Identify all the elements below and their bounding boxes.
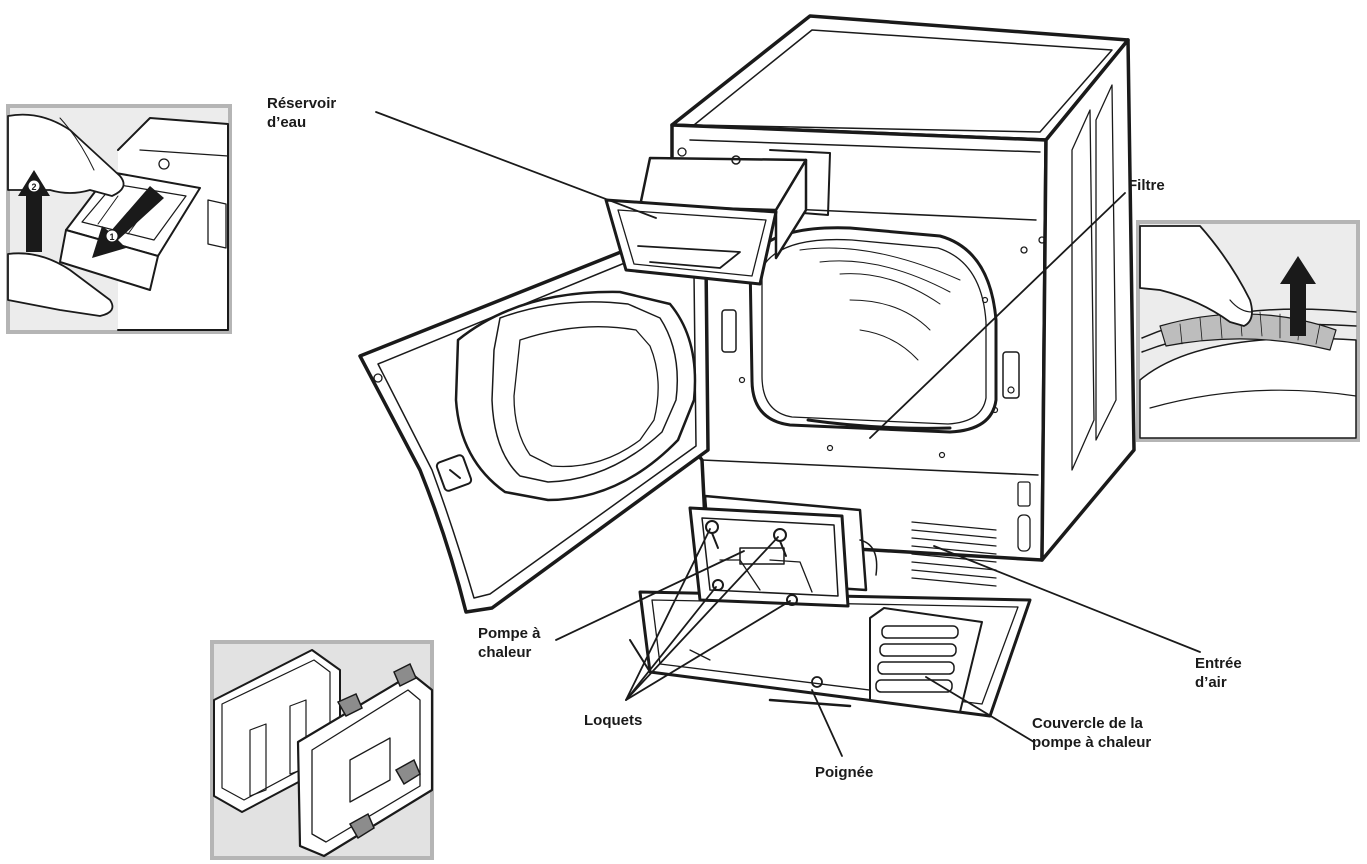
leader-loquet-2 <box>625 536 779 701</box>
leader-loquet-1 <box>625 528 711 701</box>
leader-loquet-3 <box>625 586 717 701</box>
handle-knob <box>811 676 823 688</box>
label-couvercle: Couvercle de la pompe à chaleur <box>1032 714 1151 752</box>
label-reservoir: Réservoir d’eau <box>267 94 336 132</box>
leader-pompe <box>555 550 745 641</box>
dryer-side-panel <box>1040 38 1136 562</box>
leader-filtre <box>869 192 1126 439</box>
latch-knobs <box>336 662 421 840</box>
inset-water-tank: 1 2 <box>6 104 232 334</box>
latch-group <box>705 520 798 606</box>
heat-pump-unit <box>688 494 878 608</box>
step-1-marker: 1 <box>109 232 114 242</box>
air-intake-grille <box>911 521 997 587</box>
leader-entree <box>933 545 1201 653</box>
label-couvercle-line1: Couvercle de la <box>1032 715 1143 732</box>
label-filtre: Filtre <box>1128 176 1165 195</box>
label-poignee-text: Poignée <box>815 764 874 781</box>
water-reservoir <box>604 155 808 286</box>
label-entree-line1: Entrée <box>1195 655 1242 672</box>
label-pompe-line2: chaleur <box>478 644 532 661</box>
step-2-marker: 2 <box>31 182 36 192</box>
label-loquets: Loquets <box>584 711 642 730</box>
dryer-door <box>358 244 710 614</box>
leader-poignee <box>811 689 843 757</box>
drum-opening <box>748 226 998 434</box>
label-filtre-text: Filtre <box>1128 177 1165 194</box>
leader-loquet-4 <box>625 600 791 701</box>
label-pompe-line1: Pompe à <box>478 625 541 642</box>
label-entree: Entrée d’air <box>1195 654 1242 692</box>
label-pompe: Pompe à chaleur <box>478 624 541 662</box>
label-couvercle-line2: pompe à chaleur <box>1032 734 1152 751</box>
label-entree-line2: d’air <box>1195 674 1227 691</box>
leader-couvercle <box>925 676 1035 743</box>
arrow-up-icon <box>18 170 50 252</box>
arrow-up-icon <box>1280 256 1316 336</box>
heat-pump-cover <box>869 607 983 713</box>
leader-reservoir <box>375 111 657 219</box>
door-window <box>454 290 697 502</box>
label-reservoir-line2: d’eau <box>267 114 307 131</box>
label-reservoir-line1: Réservoir <box>267 95 337 112</box>
label-poignee: Poignée <box>815 763 873 782</box>
lint-filter <box>806 418 952 430</box>
inset-filter <box>1136 220 1360 442</box>
leader-lines <box>375 111 1201 757</box>
label-loquets-text: Loquets <box>584 712 643 729</box>
inset-latches <box>210 640 434 860</box>
